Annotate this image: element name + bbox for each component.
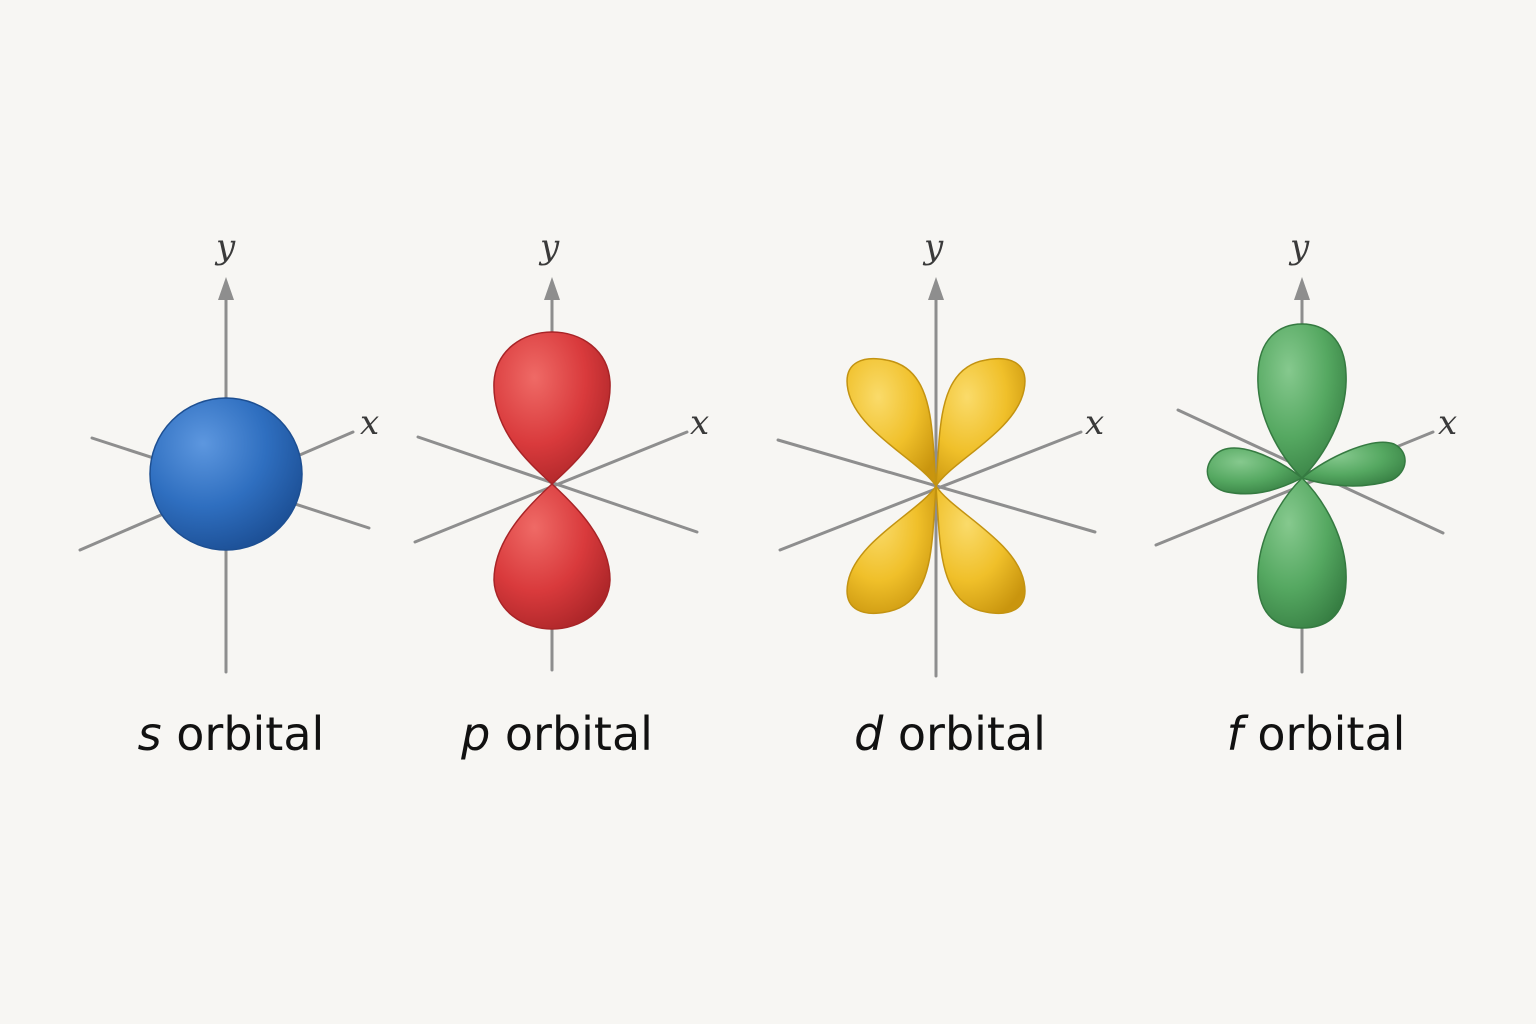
f-x-axis-label: x — [1438, 403, 1457, 443]
p-orbital-group: y x p orbital — [413, 227, 709, 761]
f-y-axis-label: y — [1288, 227, 1310, 267]
d-y-axis-label: y — [922, 227, 944, 267]
p-z-axis — [416, 435, 699, 534]
s-orbital-sphere — [149, 397, 303, 551]
d-orbital-suffix: orbital — [883, 707, 1046, 761]
d-orbital-shape — [846, 357, 1026, 615]
f-y-axis-arrow — [1294, 277, 1310, 300]
p-orbital-caption: p orbital — [460, 707, 653, 761]
p-y-axis-label: y — [538, 227, 560, 267]
f-orbital-lobe-lower — [1257, 476, 1347, 629]
p-y-axis-arrow — [544, 277, 560, 300]
p-orbital-suffix: orbital — [490, 707, 653, 761]
f-orbital-lobe-right — [1300, 441, 1406, 487]
d-orbital-group: y x d orbital — [776, 227, 1104, 761]
f-orbital-group: y x f orbital — [1154, 227, 1457, 761]
d-y-axis-arrow — [928, 277, 944, 300]
f-orbital-lobe-upper — [1257, 323, 1347, 480]
d-orbital-lobe-upper-right — [935, 357, 1026, 487]
p-x-axis-label: x — [690, 403, 709, 443]
f-orbital-caption: f orbital — [1227, 707, 1406, 761]
f-orbital-suffix: orbital — [1243, 707, 1406, 761]
d-orbital-letter: d — [854, 707, 884, 761]
d-orbital-lobe-lower-right — [935, 485, 1026, 615]
f-orbital-shape — [1206, 323, 1406, 629]
s-y-axis-arrow — [218, 277, 234, 300]
f-orbital-lobe-left — [1206, 447, 1304, 495]
d-orbital-lobe-lower-left — [846, 485, 937, 615]
p-orbital-letter: p — [460, 707, 490, 761]
s-y-axis-label: y — [214, 227, 236, 267]
s-x-axis-label: x — [360, 403, 379, 443]
s-orbital-group: y x s orbital — [78, 227, 379, 761]
d-orbital-caption: d orbital — [854, 707, 1046, 761]
s-orbital-letter: s — [138, 707, 162, 761]
d-x-axis-label: x — [1085, 403, 1104, 443]
d-x-axis — [778, 430, 1083, 552]
p-orbital-lower-lobe — [493, 482, 611, 630]
d-orbital-lobe-upper-left — [846, 357, 937, 487]
s-orbital-caption: s orbital — [138, 707, 325, 761]
p-orbital-upper-lobe — [493, 331, 611, 486]
s-orbital-suffix: orbital — [162, 707, 325, 761]
